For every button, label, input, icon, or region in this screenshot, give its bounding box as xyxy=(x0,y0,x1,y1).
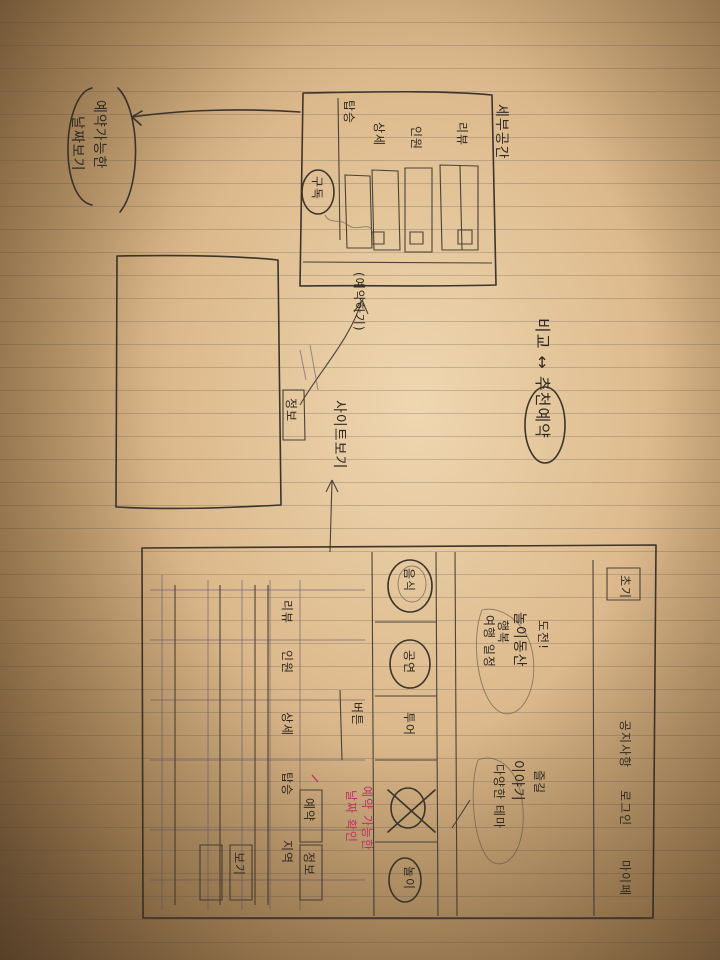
small-check-1 xyxy=(371,231,385,245)
reserve-arrow xyxy=(299,299,363,406)
circle-icon-5 xyxy=(388,857,422,903)
bubble-bottom xyxy=(472,757,524,865)
table-button-a xyxy=(299,789,323,843)
table-button-info[interactable]: 정보 xyxy=(302,852,316,877)
red-note-line-1: 예약 가능한 xyxy=(360,786,374,852)
down-arrow xyxy=(329,479,333,553)
top-screen-bottom-bar xyxy=(302,261,493,264)
bubble-note-3: 다양한 테마 xyxy=(492,764,506,830)
bottom-screen-frame xyxy=(141,544,657,920)
circle-icon-label-5[interactable]: 놀이 xyxy=(402,866,416,891)
row-label-tap: 탑승 xyxy=(342,100,356,125)
top-screen-frame xyxy=(299,90,497,287)
table-header-detail: 상세 xyxy=(280,712,294,737)
notice-link[interactable]: 공지사항 xyxy=(618,720,632,769)
top-box-label[interactable]: 초기 xyxy=(618,575,632,600)
cross-mark xyxy=(387,789,436,833)
circle-icon-4 xyxy=(390,787,426,829)
bottom-screen-sketch xyxy=(141,544,657,920)
table-header-review: 리뷰 xyxy=(280,600,294,625)
row-label-review: 리뷰 xyxy=(455,122,469,147)
table-header-tap: 탑승 xyxy=(280,772,294,797)
row-box-tap xyxy=(344,174,373,249)
circle-icon-2 xyxy=(389,639,431,689)
row-label-detail: 상세 xyxy=(372,122,386,147)
bubble-top-line-2: 놀이동산 xyxy=(511,612,527,668)
small-check-2 xyxy=(409,231,424,245)
recommend-oval xyxy=(524,386,566,464)
row-label-people: 인원 xyxy=(409,126,423,151)
row-box-review xyxy=(439,164,479,251)
table-button-d xyxy=(229,844,253,901)
circle-icon-label-2[interactable]: 공연 xyxy=(402,650,416,675)
subscribe-circle xyxy=(301,169,335,215)
bubble-mid-label: 여행 일정 xyxy=(482,615,496,668)
side-note-line-1: 예약가능한 xyxy=(91,100,107,170)
reserve-note: (예약하기) xyxy=(352,272,366,332)
row-box-people xyxy=(404,167,433,253)
top-screen-curve-arrow xyxy=(131,109,301,118)
side-note-line-2: 날짜보기 xyxy=(69,116,85,172)
top-box xyxy=(606,567,641,601)
mid-header: 버튼 xyxy=(350,702,364,727)
table-header-region: 지역 xyxy=(280,840,294,865)
circle-icon-label-1[interactable]: 음식 xyxy=(402,568,416,593)
red-note-line-2: 날짜 확인 xyxy=(344,790,358,843)
table-header-people: 인원 xyxy=(280,650,294,675)
table-button-c xyxy=(199,844,223,901)
right-strip-line xyxy=(592,559,595,917)
bubble-note-2: 이야기 xyxy=(509,760,525,802)
circle-icon-label-3[interactable]: 투어 xyxy=(402,712,416,737)
middle-button-label[interactable]: 정보 xyxy=(284,398,298,423)
top-screen-sketch xyxy=(67,87,497,406)
bubble-top xyxy=(476,608,535,715)
subscribe-button-label[interactable]: 구독 xyxy=(310,176,324,201)
login-link[interactable]: 로그인 xyxy=(618,790,632,827)
middle-screen-sketch xyxy=(115,254,319,510)
table-button-reserve[interactable]: 예약 xyxy=(302,798,316,823)
middle-button-box xyxy=(282,389,306,441)
small-check-3 xyxy=(457,229,473,245)
side-note-bracket xyxy=(67,87,93,206)
table-button-b xyxy=(299,844,323,901)
mypage-link[interactable]: 마이페 xyxy=(618,860,632,897)
row-box-detail xyxy=(371,169,401,251)
table-grid xyxy=(150,575,365,910)
middle-caption: 사이트보기 xyxy=(331,400,347,470)
compare-recommend-note: 비교 ↔ 추천예약 xyxy=(533,318,552,439)
top-screen-title: 세부공간 xyxy=(493,104,509,160)
circle-icon-1 xyxy=(387,559,433,613)
middle-screen-frame xyxy=(115,254,282,510)
bubble-note-1: 즐길 xyxy=(532,770,546,795)
bubble-top-line-1: 도전! xyxy=(536,620,550,650)
table-button-view[interactable]: 보기 xyxy=(232,852,246,877)
